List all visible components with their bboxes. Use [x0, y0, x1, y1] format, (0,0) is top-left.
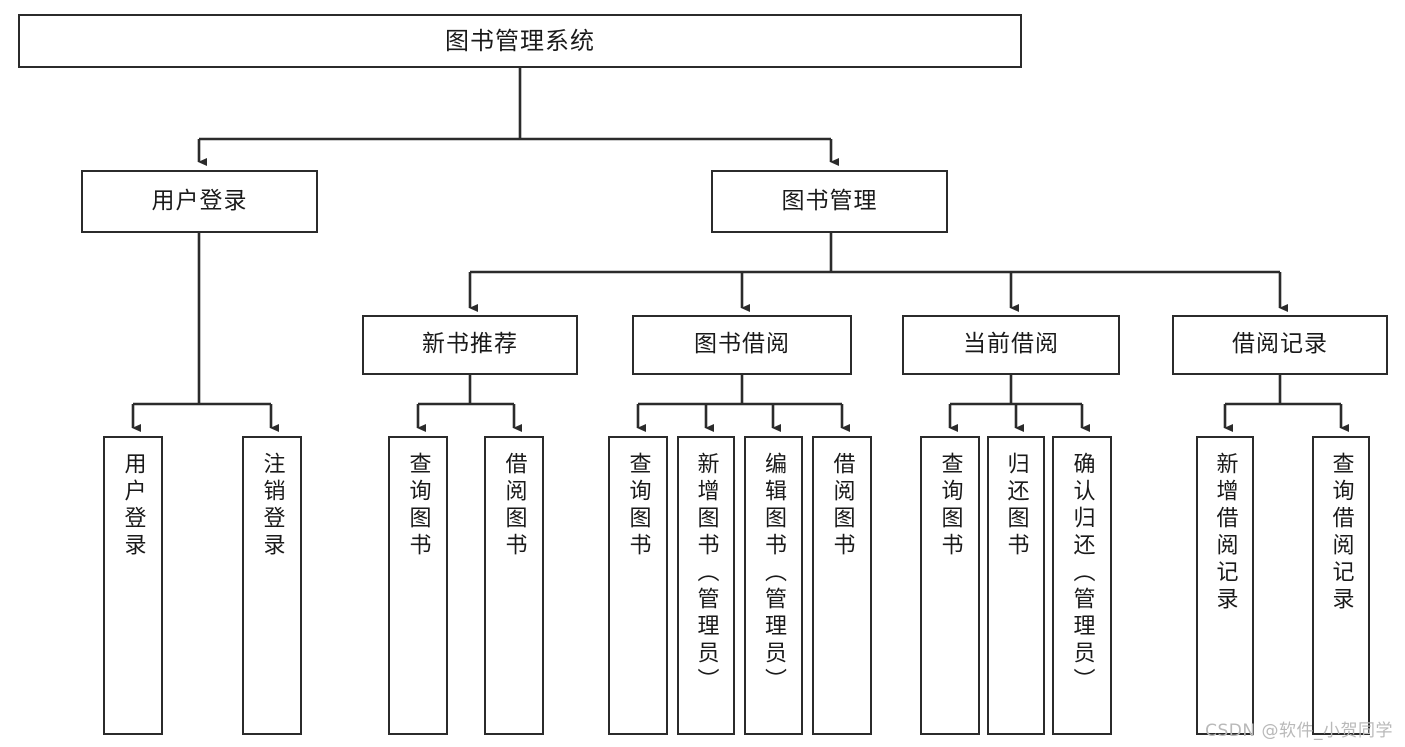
- node-book-management-label: 图书管理: [781, 187, 878, 214]
- node-current-borrow[interactable]: 当前借阅: [902, 315, 1120, 375]
- edge-user-login-to-leaves: [131, 233, 279, 432]
- leaf-new-book-query-book[interactable]: 查询图书: [388, 436, 448, 735]
- node-current-borrow-label: 当前借阅: [963, 331, 1059, 358]
- node-book-borrow-label: 图书借阅: [694, 331, 790, 358]
- node-user-login[interactable]: 用户登录: [81, 170, 318, 233]
- leaf-label: 查询借阅记录: [1328, 452, 1354, 614]
- node-root-book-management-system[interactable]: 图书管理系统: [18, 14, 1022, 68]
- node-book-borrow[interactable]: 图书借阅: [632, 315, 852, 375]
- node-borrow-records-label: 借阅记录: [1232, 331, 1328, 358]
- node-book-management[interactable]: 图书管理: [711, 170, 948, 233]
- leaf-label: 确认归还（管理员）: [1069, 452, 1095, 695]
- leaf-label: 编辑图书（管理员）: [761, 452, 787, 695]
- leaf-user-login-login[interactable]: 用户登录: [103, 436, 163, 735]
- leaf-borrow-records-query-record[interactable]: 查询借阅记录: [1312, 436, 1370, 735]
- leaf-label: 新增借阅记录: [1212, 452, 1238, 614]
- leaf-book-borrow-query-book[interactable]: 查询图书: [608, 436, 668, 735]
- leaf-book-borrow-add-book-admin[interactable]: 新增图书（管理员）: [677, 436, 735, 735]
- leaf-borrow-records-add-record[interactable]: 新增借阅记录: [1196, 436, 1254, 735]
- leaf-label: 借阅图书: [829, 452, 855, 560]
- edge-new-book-to-leaves: [416, 375, 522, 432]
- node-root-label: 图书管理系统: [445, 26, 595, 55]
- leaf-label: 查询图书: [405, 452, 431, 560]
- edge-book-mgmt-to-level3: [468, 233, 1288, 312]
- leaf-label: 查询图书: [625, 452, 651, 560]
- leaf-user-login-logout[interactable]: 注销登录: [242, 436, 302, 735]
- leaf-label: 注销登录: [259, 452, 285, 560]
- leaf-label: 新增图书（管理员）: [693, 452, 719, 695]
- edge-current-borrow-to-leaves: [948, 375, 1090, 432]
- node-new-book-recommend[interactable]: 新书推荐: [362, 315, 578, 375]
- leaf-new-book-borrow-book[interactable]: 借阅图书: [484, 436, 544, 735]
- leaf-label: 用户登录: [120, 452, 146, 560]
- leaf-label: 查询图书: [937, 452, 963, 560]
- node-new-book-recommend-label: 新书推荐: [422, 331, 518, 358]
- leaf-current-borrow-return-book[interactable]: 归还图书: [987, 436, 1045, 735]
- node-user-login-label: 用户登录: [151, 187, 248, 214]
- edge-book-borrow-to-leaves: [636, 375, 850, 432]
- leaf-current-borrow-query-book[interactable]: 查询图书: [920, 436, 980, 735]
- edge-borrow-records-to-leaves: [1223, 375, 1349, 432]
- leaf-book-borrow-edit-book-admin[interactable]: 编辑图书（管理员）: [744, 436, 803, 735]
- node-borrow-records[interactable]: 借阅记录: [1172, 315, 1388, 375]
- leaf-label: 借阅图书: [501, 452, 527, 560]
- edge-root-to-level2: [197, 68, 839, 166]
- leaf-current-borrow-confirm-return-admin[interactable]: 确认归还（管理员）: [1052, 436, 1112, 735]
- leaf-label: 归还图书: [1003, 452, 1029, 560]
- leaf-book-borrow-borrow-book[interactable]: 借阅图书: [812, 436, 872, 735]
- watermark-text: CSDN @软件_小贺同学: [1205, 721, 1393, 741]
